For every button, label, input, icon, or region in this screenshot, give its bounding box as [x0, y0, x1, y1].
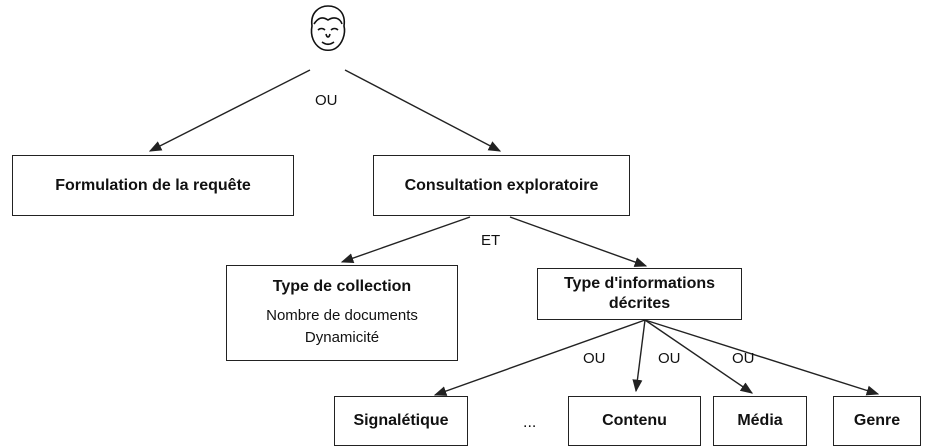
node-contenu: Contenu — [568, 396, 701, 446]
node-contenu-title: Contenu — [602, 412, 667, 429]
node-collection-line-2: Dynamicité — [304, 329, 380, 346]
node-signaletique: Signalétique — [334, 396, 468, 446]
arrow-root-to-consultation — [344, 69, 502, 152]
arrow-informations-to-media — [644, 319, 754, 394]
arrow-consultation-to-collection — [340, 216, 471, 263]
node-consultation: Consultation exploratoire — [373, 155, 630, 216]
node-media: Média — [713, 396, 807, 446]
or-connector-label: OU — [583, 350, 606, 367]
or-connector-label: OU — [732, 350, 755, 367]
node-collection-line-1: Nombre de documents — [266, 307, 418, 324]
node-signaletique-title: Signalétique — [353, 412, 449, 429]
arrow-root-to-formulation — [148, 69, 311, 152]
or-connector-label: OU — [658, 350, 681, 367]
arrow-informations-to-contenu — [632, 319, 646, 393]
user-face-icon — [310, 5, 346, 52]
node-informations-title: Type d'informations décrites — [563, 275, 716, 312]
or-connector-label: OU — [315, 92, 338, 109]
arrow-consultation-to-informations — [509, 216, 648, 267]
node-informations: Type d'informations décrites — [537, 268, 742, 320]
node-collection-title: Type de collection — [272, 278, 412, 295]
node-collection: Type de collection Nombre de documents D… — [226, 265, 458, 361]
arrow-informations-to-genre — [644, 319, 880, 396]
ellipsis-label: ... — [523, 414, 537, 431]
node-media-title: Média — [737, 412, 783, 429]
node-formulation-title: Formulation de la requête — [55, 176, 251, 194]
node-genre: Genre — [833, 396, 921, 446]
arrow-informations-to-signaletique — [433, 319, 646, 396]
node-genre-title: Genre — [853, 412, 901, 429]
and-connector-label: ET — [481, 232, 501, 249]
node-formulation: Formulation de la requête — [12, 155, 294, 216]
node-consultation-title: Consultation exploratoire — [404, 176, 599, 194]
